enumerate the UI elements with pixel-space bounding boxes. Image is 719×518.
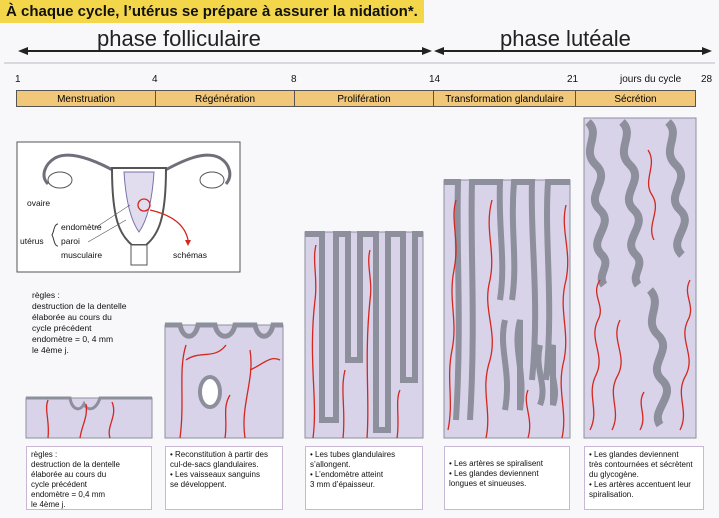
schematic-regeneration [164, 322, 284, 439]
label-ovaire: ovaire [27, 198, 51, 208]
stage-secretion: Sécrétion [575, 90, 696, 107]
label-endometre: endomètre [61, 222, 102, 232]
schematic-secretion [583, 117, 697, 439]
label-musculaire: musculaire [61, 250, 103, 260]
stage-regeneration: Régénération [155, 90, 295, 107]
schematic-transformation [443, 179, 571, 439]
schematic-proliferation [304, 231, 424, 439]
day-21: 21 [567, 74, 579, 85]
label-schemas: schémas [173, 250, 208, 260]
page-title: À chaque cycle, l’utérus se prépare à as… [0, 0, 424, 23]
label-paroi: paroi [61, 236, 80, 246]
day-1: 1 [15, 74, 21, 85]
schematic-menstruation [25, 396, 153, 439]
caption-transformation: • Les artères se spiralisent• Les glande… [444, 446, 570, 510]
day-8: 8 [291, 74, 297, 85]
day-14: 14 [429, 74, 441, 85]
regles-note: règles : destruction de la dentelle élab… [32, 290, 127, 355]
phase-luteal-label: phase lutéale [500, 26, 631, 51]
label-uterus: utérus [20, 236, 44, 246]
day-4: 4 [152, 74, 158, 85]
stage-menstruation: Menstruation [16, 90, 156, 107]
phase-follicular-label: phase folliculaire [97, 26, 261, 51]
day-28: 28 [701, 74, 713, 85]
days-axis-label: jours du cycle [620, 74, 682, 85]
